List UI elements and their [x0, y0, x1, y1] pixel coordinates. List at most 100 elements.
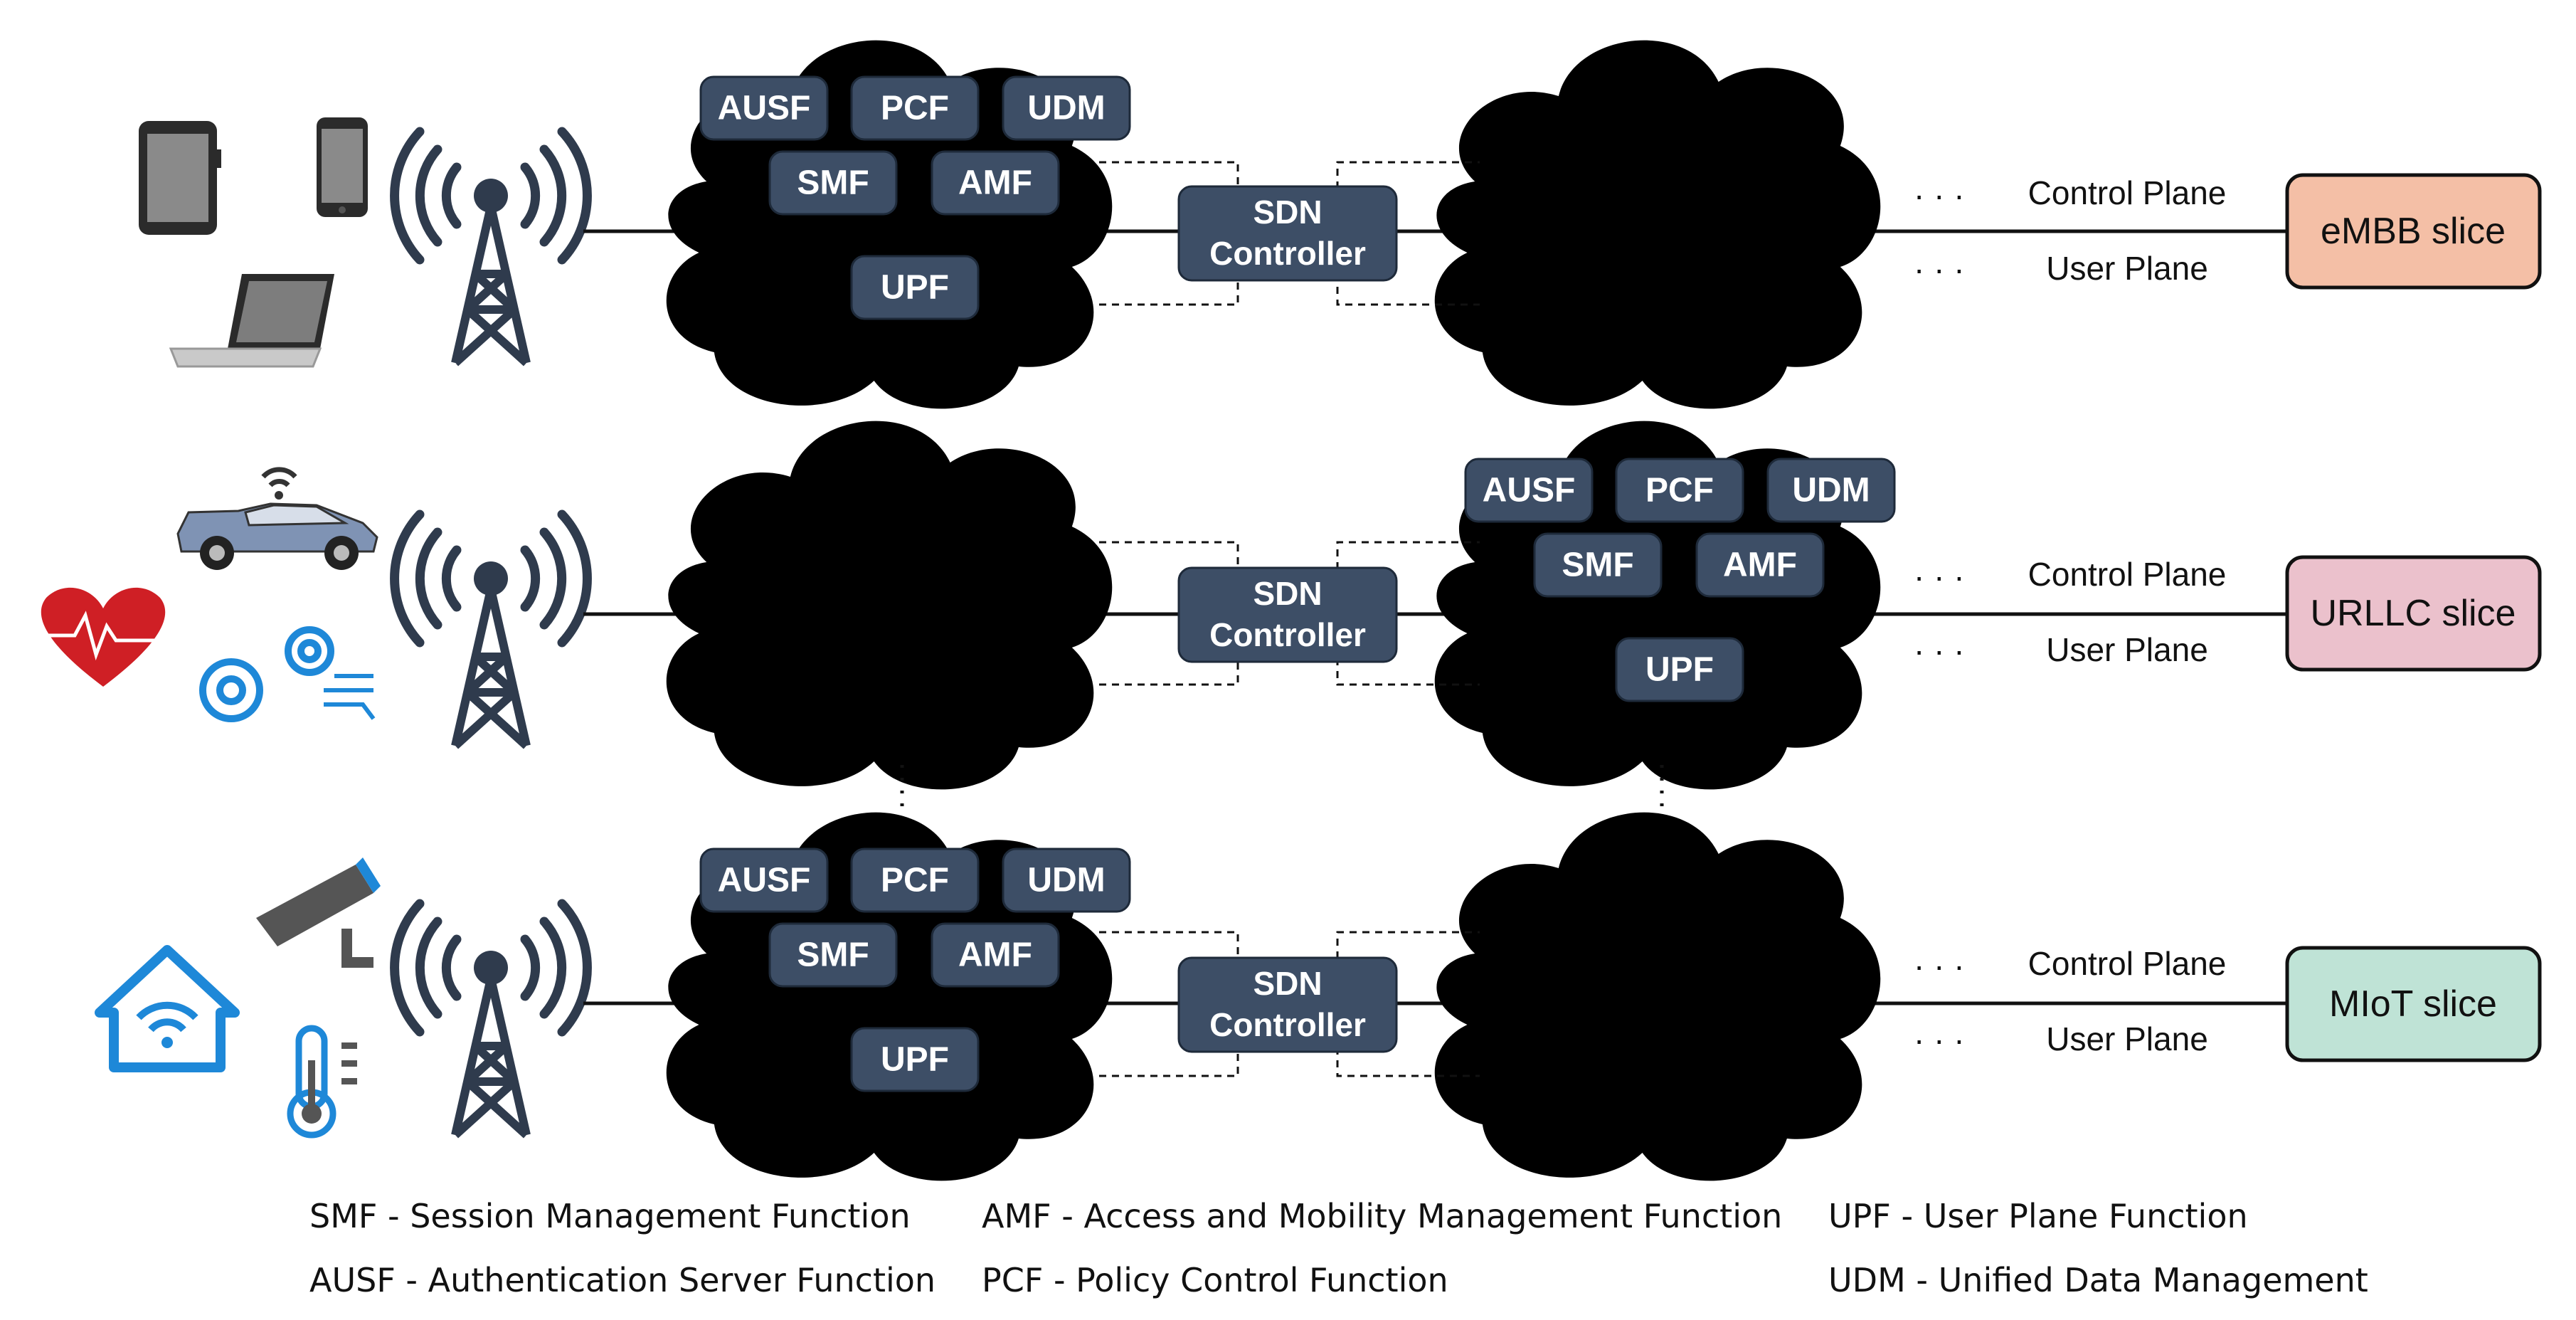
upf-box: UPF: [850, 1027, 980, 1092]
security-camera-icon: [256, 857, 381, 968]
row-miot: AUSF PCF UDM SMF AMF UPF SDN Controller …: [95, 812, 2542, 1181]
svg-text:SMF: SMF: [1562, 547, 1633, 584]
legend-smf: SMF - Session Management Function: [309, 1197, 911, 1235]
tablet-icon: [139, 121, 221, 235]
svg-text:UDM: UDM: [1027, 90, 1105, 127]
control-plane-dots: · · ·: [1914, 947, 1965, 984]
core-cloud-left: [666, 421, 1113, 790]
user-plane-dots: · · ·: [1914, 250, 1965, 287]
laptop-icon: [169, 274, 334, 368]
pcf-box: PCF: [850, 75, 980, 141]
control-plane-dots: · · ·: [1914, 176, 1965, 213]
svg-text:AMF: AMF: [958, 164, 1032, 202]
slice-box-urllc: URLLC slice: [2285, 555, 2542, 672]
svg-text:eMBB slice: eMBB slice: [2321, 211, 2506, 252]
dashed-link: [1099, 1047, 1239, 1077]
dashed-link: [1099, 541, 1239, 569]
svg-text:SMF: SMF: [797, 936, 869, 974]
svg-text:SMF: SMF: [797, 164, 869, 202]
ausf-box: AUSF: [699, 75, 829, 141]
svg-text:AUSF: AUSF: [718, 90, 811, 127]
upf-box: UPF: [850, 255, 980, 320]
sdn-controller-box: SDN Controller: [1177, 956, 1398, 1053]
user-plane-dots: · · ·: [1914, 632, 1965, 669]
amf-box: AMF: [931, 150, 1060, 216]
ausf-box: AUSF: [1464, 458, 1594, 523]
svg-text:PCF: PCF: [881, 90, 949, 127]
amf-box: AMF: [931, 922, 1060, 988]
connected-car-icon: [176, 467, 378, 570]
user-plane-label: User Plane: [2046, 250, 2208, 287]
svg-text:URLLC slice: URLLC slice: [2311, 593, 2516, 634]
slice-box-embb: eMBB slice: [2285, 173, 2542, 290]
legend-upf: UPF - User Plane Function: [1828, 1197, 2248, 1235]
core-cloud-right: [1434, 40, 1881, 409]
thermometer-icon: [287, 1025, 357, 1139]
sdn-controller-box: SDN Controller: [1177, 566, 1398, 663]
svg-text:PCF: PCF: [1645, 472, 1714, 509]
antenna-tower-icon: [395, 904, 588, 1135]
heartbeat-icon: [32, 587, 174, 687]
dashed-link: [1099, 931, 1239, 959]
svg-text:UPF: UPF: [881, 269, 949, 307]
dashed-link: [1336, 161, 1480, 189]
legend: SMF - Session Management Function AMF - …: [309, 1197, 2368, 1299]
svg-text:PCF: PCF: [881, 862, 949, 899]
dashed-link: [1336, 658, 1480, 686]
row-embb: AUSF PCF UDM SMF AMF UPF SDN Controller …: [139, 40, 2542, 409]
ausf-box: AUSF: [699, 848, 829, 913]
svg-text:AUSF: AUSF: [718, 862, 811, 899]
control-plane-label: Control Plane: [2028, 556, 2227, 593]
pcf-box: PCF: [1615, 458, 1744, 523]
svg-text:AMF: AMF: [958, 936, 1032, 974]
svg-text:SDN: SDN: [1253, 194, 1322, 231]
smart-home-icon: [95, 945, 240, 1072]
svg-text:UDM: UDM: [1792, 472, 1870, 509]
svg-text:Controller: Controller: [1209, 616, 1366, 653]
user-plane-label: User Plane: [2046, 631, 2208, 668]
sdn-controller-box: SDN Controller: [1177, 185, 1398, 282]
svg-text:UDM: UDM: [1027, 862, 1105, 899]
dashed-link: [1336, 274, 1480, 306]
svg-text:AUSF: AUSF: [1483, 472, 1576, 509]
svg-text:MIoT slice: MIoT slice: [2329, 983, 2497, 1025]
svg-text:SDN: SDN: [1253, 575, 1322, 612]
control-plane-dots: · · ·: [1914, 558, 1965, 595]
pcf-box: PCF: [850, 848, 980, 913]
antenna-tower-icon: [395, 132, 588, 363]
smf-box: SMF: [768, 922, 898, 988]
row-urllc: AUSF PCF UDM SMF AMF UPF SDN Controller …: [32, 421, 2542, 790]
svg-text:UPF: UPF: [1645, 651, 1714, 689]
udm-box: UDM: [1002, 75, 1131, 141]
legend-udm: UDM - Unified Data Management: [1828, 1261, 2368, 1299]
legend-amf: AMF - Access and Mobility Management Fun…: [982, 1197, 1782, 1235]
dashed-link: [1336, 931, 1480, 959]
smf-box: SMF: [768, 150, 898, 216]
user-plane-label: User Plane: [2046, 1020, 2208, 1057]
amf-box: AMF: [1695, 532, 1825, 598]
udm-box: UDM: [1766, 458, 1896, 523]
dashed-link: [1336, 541, 1480, 569]
svg-text:AMF: AMF: [1723, 547, 1797, 584]
dashed-link: [1099, 274, 1239, 306]
smf-box: SMF: [1533, 532, 1663, 598]
svg-text:Controller: Controller: [1209, 235, 1366, 272]
udm-box: UDM: [1002, 848, 1131, 913]
dashed-link: [1099, 658, 1239, 686]
control-plane-label: Control Plane: [2028, 174, 2227, 211]
upf-box: UPF: [1615, 637, 1744, 702]
industrial-gears-icon: [199, 626, 376, 722]
legend-ausf: AUSF - Authentication Server Function: [309, 1261, 935, 1299]
svg-text:SDN: SDN: [1253, 965, 1322, 1002]
legend-pcf: PCF - Policy Control Function: [982, 1261, 1448, 1299]
smartphone-icon: [317, 117, 368, 217]
control-plane-label: Control Plane: [2028, 945, 2227, 982]
dashed-link: [1336, 1047, 1480, 1077]
svg-text:UPF: UPF: [881, 1041, 949, 1079]
slice-box-miot: MIoT slice: [2285, 946, 2542, 1062]
antenna-tower-icon: [395, 514, 588, 746]
dashed-link: [1099, 161, 1239, 189]
svg-text:Controller: Controller: [1209, 1006, 1366, 1043]
user-plane-dots: · · ·: [1914, 1021, 1965, 1058]
